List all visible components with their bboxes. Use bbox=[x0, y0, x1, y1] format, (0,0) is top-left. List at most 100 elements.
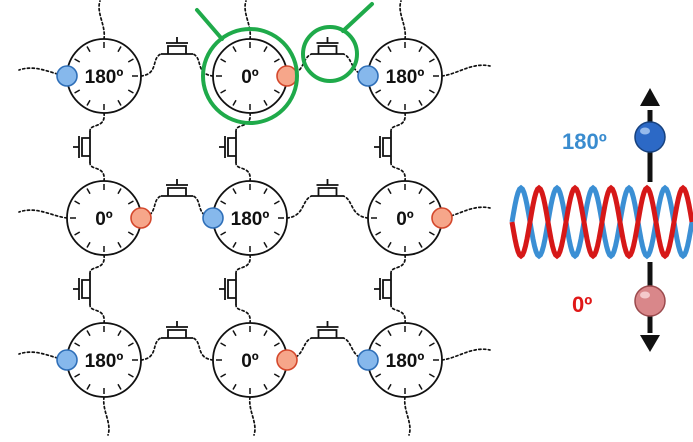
coupling-wire bbox=[390, 254, 406, 274]
coupler-symbol bbox=[311, 37, 344, 55]
oscillator-node: 180º bbox=[56, 38, 142, 114]
dial-tick bbox=[387, 46, 392, 53]
dial-tick bbox=[86, 99, 91, 106]
dial-tick bbox=[387, 188, 392, 195]
dial-tick bbox=[220, 342, 227, 347]
phase-dot-blue bbox=[202, 207, 224, 229]
dial-tick bbox=[220, 200, 227, 205]
outer-lead bbox=[399, 0, 407, 40]
coupler-symbol bbox=[73, 273, 91, 305]
coupling-wire bbox=[286, 195, 313, 219]
dial-tick bbox=[418, 46, 423, 53]
dial-tick bbox=[387, 330, 392, 337]
dial-tick bbox=[387, 241, 392, 248]
dial-tick bbox=[263, 241, 268, 248]
dial-tick bbox=[418, 383, 423, 390]
dial-tick bbox=[86, 241, 91, 248]
dial-tick bbox=[86, 188, 91, 195]
coupling-wire bbox=[342, 195, 369, 219]
coupling-wire bbox=[235, 304, 251, 324]
coupling-wire bbox=[140, 53, 162, 77]
oscillator-node: 180º bbox=[357, 322, 443, 398]
phase-label: 180º bbox=[231, 209, 270, 230]
dial-tick bbox=[387, 383, 392, 390]
phase-dot-red bbox=[431, 207, 453, 229]
dial-tick bbox=[127, 200, 134, 205]
phase-label: 180º bbox=[85, 351, 124, 372]
coupler-symbol bbox=[311, 179, 344, 197]
dial-tick bbox=[263, 383, 268, 390]
phase-dot-blue bbox=[56, 65, 78, 87]
dial-tick bbox=[273, 58, 280, 63]
dial-tick bbox=[418, 188, 423, 195]
dial-tick bbox=[117, 99, 122, 106]
dial-tick bbox=[127, 342, 134, 347]
coupling-wire bbox=[235, 254, 251, 274]
dial-tick bbox=[232, 330, 237, 337]
outer-lead bbox=[248, 396, 256, 436]
dial-tick bbox=[232, 99, 237, 106]
dial-tick bbox=[375, 231, 382, 236]
dial-tick bbox=[375, 58, 382, 63]
outer-lead bbox=[98, 0, 106, 40]
coupler-symbol bbox=[219, 273, 237, 305]
highlight-coupler-ring bbox=[301, 25, 359, 83]
dial-tick bbox=[117, 46, 122, 53]
coupler-symbol bbox=[161, 179, 193, 197]
dial-tick bbox=[117, 241, 122, 248]
phase-dot-red bbox=[276, 65, 298, 87]
dial-tick bbox=[220, 373, 227, 378]
dial-tick bbox=[86, 330, 91, 337]
dial-tick bbox=[74, 58, 81, 63]
dial-tick bbox=[263, 99, 268, 106]
outer-lead bbox=[18, 209, 68, 219]
oscillator-node: 180º bbox=[56, 322, 142, 398]
coupler-symbol bbox=[161, 37, 193, 55]
dial-tick bbox=[273, 200, 280, 205]
coupling-wire bbox=[235, 112, 251, 132]
dial-tick bbox=[273, 342, 280, 347]
coupling-wire bbox=[89, 112, 105, 132]
legend-label-0: 0º bbox=[572, 292, 592, 317]
arrowhead-down bbox=[640, 335, 660, 352]
dial-tick bbox=[428, 89, 435, 94]
dial-tick bbox=[127, 231, 134, 236]
spin-sphere-blue bbox=[634, 121, 666, 153]
oscillator-node: 0º bbox=[212, 322, 298, 398]
dial-tick bbox=[117, 383, 122, 390]
dial-tick bbox=[220, 58, 227, 63]
highlight-oscillator-ring bbox=[201, 27, 299, 125]
dial-tick bbox=[428, 58, 435, 63]
dial-tick bbox=[74, 89, 81, 94]
dial-tick bbox=[428, 373, 435, 378]
oscillator-node: 0º bbox=[367, 180, 453, 256]
dial-tick bbox=[127, 89, 134, 94]
arrowhead-up bbox=[640, 88, 660, 106]
oscillator-node: 180º bbox=[357, 38, 443, 114]
dial-tick bbox=[387, 99, 392, 106]
coupling-wire bbox=[342, 337, 369, 361]
phase-label: 180º bbox=[85, 67, 124, 88]
dial-tick bbox=[74, 342, 81, 347]
phase-legend: 180º 0º bbox=[509, 88, 693, 352]
dial-tick bbox=[375, 89, 382, 94]
dial-tick bbox=[428, 231, 435, 236]
dial-tick bbox=[86, 383, 91, 390]
dial-tick bbox=[428, 200, 435, 205]
coupler-symbol bbox=[219, 131, 237, 163]
coupling-wire bbox=[140, 195, 162, 219]
coupling-wires bbox=[18, 0, 491, 436]
highlight-pointer bbox=[341, 2, 374, 33]
spin-arrows bbox=[634, 88, 666, 352]
spin-sphere-red bbox=[634, 285, 666, 317]
phase-label: 0º bbox=[241, 351, 259, 372]
dial-tick bbox=[273, 231, 280, 236]
coupling-wire bbox=[235, 162, 251, 182]
coupling-wire bbox=[286, 53, 313, 77]
sphere-highlight bbox=[640, 291, 650, 299]
coupling-wire bbox=[390, 112, 406, 132]
coupler-symbol bbox=[73, 131, 91, 163]
dial-tick bbox=[127, 58, 134, 63]
